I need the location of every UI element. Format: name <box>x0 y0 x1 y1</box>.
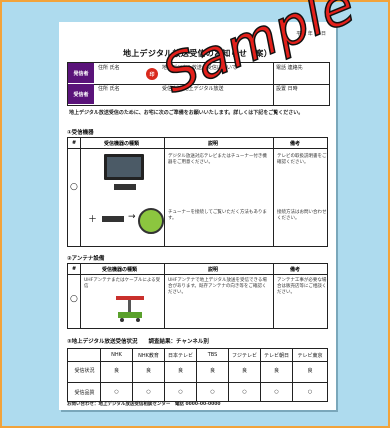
info-sender-subject: 地上デジタル放送の受信について <box>162 65 237 71</box>
grid-row-label: 受信品質 <box>74 390 95 396</box>
info-receiver-name: 住所 氏名 <box>98 86 120 92</box>
grid-row-label: 受信状況 <box>74 368 95 374</box>
grid-header: NHK教育 <box>138 353 159 359</box>
equipment-note-1: テレビの取扱説明書をご確認ください。 <box>277 154 327 165</box>
divider <box>273 84 274 105</box>
header-note: 備考 <box>290 141 301 147</box>
globe-tv-icon <box>138 208 164 234</box>
footer-contact: お問い合わせ：地上デジタル放送受信相談センター 電話 0000-00-0000 <box>67 402 221 407</box>
grid-cell: ○ <box>210 389 215 395</box>
info-sender-name: 住所 氏名 <box>98 65 120 71</box>
divider <box>228 349 229 401</box>
header-number: # <box>72 140 77 146</box>
grid-cell: 良 <box>177 368 183 374</box>
equipment-description-2: チューナーを接続してご覧いただく方法もあります。 <box>168 210 267 221</box>
plus-icon: ＋ <box>88 215 98 225</box>
divider <box>132 349 133 401</box>
info-sender-contact: 電話 連絡先 <box>276 65 303 71</box>
reception-grid: NHK NHK教育 日本テレビ TBS フジテレビ テレビ朝日 テレビ東京 受信… <box>67 348 328 402</box>
grid-cell: 良 <box>113 368 119 374</box>
tuner-box-icon <box>102 216 124 222</box>
antenna-icon <box>116 296 144 322</box>
info-label-receiver: 受信者 <box>68 84 94 104</box>
divider <box>292 349 293 401</box>
info-row-receiver: 受信者 住所 氏名 受信方法 地上デジタル放送 設置 日時 <box>68 84 329 105</box>
tuner-box-icon <box>114 184 136 190</box>
antenna-item: UHFアンテナまたはケーブルによる受信 <box>84 278 161 289</box>
grid-cell: ○ <box>274 389 279 395</box>
divider <box>100 349 101 401</box>
header-number: # <box>72 266 77 272</box>
grid-header: テレビ東京 <box>297 353 323 359</box>
document-date: 平成 年 月 日 <box>296 31 326 37</box>
intro-text: 地上デジタル放送受信のために、お宅に次のご準備をお願いいたします。詳しくは下記を… <box>69 110 304 116</box>
grid-header: フジテレビ <box>231 353 257 359</box>
grid-cell: 良 <box>145 368 151 374</box>
antenna-table: # 受信機器の種類 説明 備考 ○ UHFアンテナまたはケーブルによる受信 UH… <box>67 263 328 329</box>
divider <box>196 349 197 401</box>
grid-cell: ○ <box>114 389 119 395</box>
table-header: # 受信機器の種類 説明 備考 <box>68 264 327 275</box>
divider <box>68 382 327 383</box>
grid-cell: ○ <box>146 389 151 395</box>
grid-cell: 良 <box>209 368 215 374</box>
divider <box>164 349 165 401</box>
check-mark: ○ <box>70 182 78 192</box>
grid-header: NHK <box>111 352 122 358</box>
grid-cell: ○ <box>307 389 313 395</box>
divider <box>80 138 81 246</box>
divider <box>164 138 165 246</box>
info-table: 発信者 住所 氏名 地上デジタル放送の受信について 電話 連絡先 受信者 住所 … <box>67 62 330 106</box>
grid-cell: 良 <box>307 368 313 374</box>
document-title: 地上デジタル放送受信のお知らせ（案） <box>122 49 273 58</box>
info-receiver-method: 受信方法 地上デジタル放送 <box>162 86 224 92</box>
header-equipment: 受信機器の種類 <box>104 141 140 147</box>
check-mark: ○ <box>70 294 78 304</box>
tv-icon <box>104 154 144 180</box>
section-title-reception: ③地上デジタル放送受信状況 調査結果：チャンネル別 <box>67 339 209 345</box>
equipment-description-1: デジタル放送対応テレビまたはチューナー付き機器をご用意ください。 <box>168 154 267 165</box>
antenna-description: UHFアンテナで地上デジタル放送を受信できる場合があります。既存アンテナの向き等… <box>168 278 267 295</box>
equipment-note-2: 接続方法はお問い合わせください。 <box>277 210 327 221</box>
equipment-table: # 受信機器の種類 説明 備考 ○ ＋ → デジタル放送対応テレビまたはチューナ… <box>67 137 328 247</box>
grid-cell: ○ <box>242 389 247 395</box>
antenna-note: アンテナ工事が必要な場合は販売店等にご相談ください。 <box>277 278 327 295</box>
info-label-sender: 発信者 <box>68 63 94 83</box>
grid-header: 日本テレビ <box>167 353 193 359</box>
divider <box>273 63 274 84</box>
header-description: 説明 <box>208 141 219 147</box>
info-row-sender: 発信者 住所 氏名 地上デジタル放送の受信について 電話 連絡先 <box>68 63 329 85</box>
grid-header: TBS <box>207 352 218 358</box>
grid-cell: 良 <box>241 368 247 374</box>
header-equipment: 受信機器の種類 <box>102 267 138 273</box>
document-page: 平成 年 月 日 地上デジタル放送受信のお知らせ（案） 発信者 住所 氏名 地上… <box>59 22 336 410</box>
table-header: # 受信機器の種類 説明 備考 <box>68 138 327 149</box>
divider <box>68 361 327 362</box>
grid-cell: 良 <box>273 368 279 374</box>
divider <box>273 138 274 246</box>
divider <box>80 264 81 328</box>
divider <box>260 349 261 401</box>
divider <box>273 264 274 328</box>
info-receiver-date: 設置 日時 <box>276 86 298 92</box>
section-title-equipment: ①受信機器 <box>67 130 94 136</box>
grid-header: テレビ朝日 <box>263 353 289 359</box>
header-note: 備考 <box>290 267 301 273</box>
grid-cell: ○ <box>178 389 183 395</box>
arrow-right-icon: → <box>128 212 136 222</box>
divider <box>164 264 165 328</box>
section-title-antenna: ②アンテナ設備 <box>67 256 105 262</box>
seal-stamp: 印 <box>146 68 158 80</box>
header-description: 説明 <box>208 267 219 273</box>
